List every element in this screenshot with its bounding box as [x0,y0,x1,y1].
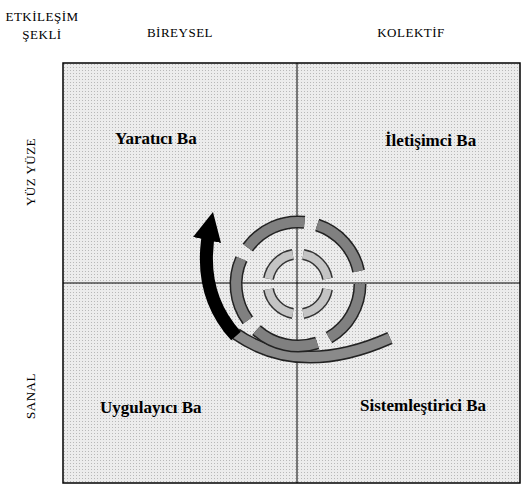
column-header: BİREYSEL [147,24,213,42]
column-header: KOLEKTİF [377,24,445,42]
row-header: YÜZ YÜZE [22,138,40,206]
row-header: SANAL [22,373,40,419]
quadrant-region: Uygulayıcı Ba [63,283,297,483]
axis-title: ETKİLEŞİM ŞEKLİ [0,8,84,43]
quadrant-title: İletişimci Ba [385,131,476,151]
quadrant-region: Yaratıcı Ba [63,63,297,283]
quadrant-region: Sistemleştirici Ba [297,283,520,483]
quadrant-title: Yaratıcı Ba [115,129,197,149]
quadrant-region: İletişimci Ba [297,63,520,283]
quadrant-title: Uygulayıcı Ba [100,398,202,418]
quadrant-title: Sistemleştirici Ba [360,396,486,416]
